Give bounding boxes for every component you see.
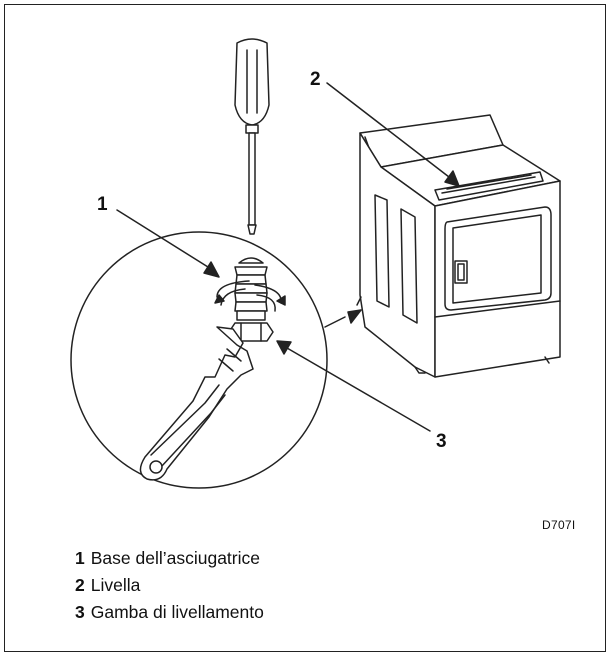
legend-label: Livella	[90, 575, 141, 595]
legend-number: 1	[75, 548, 85, 568]
callout-label-3: 3	[436, 431, 447, 452]
leader-lines	[116, 82, 460, 432]
detail-circle	[70, 231, 328, 489]
adjustable-wrench-icon	[139, 326, 254, 481]
legend-number: 3	[75, 602, 85, 622]
illustration	[70, 38, 561, 489]
legend-number: 2	[75, 575, 85, 595]
spirit-level-icon	[434, 171, 544, 201]
callout-label-2: 2	[310, 69, 321, 90]
legend-label: Base dell’asciugatrice	[90, 548, 260, 568]
legend-label: Gamba di livellamento	[90, 602, 264, 622]
dryer-appliance-icon	[356, 114, 561, 378]
screwdriver-icon	[234, 38, 270, 235]
figure-code: D707I	[542, 518, 576, 532]
leveling-leg-icon	[214, 257, 286, 342]
callout-label-1: 1	[97, 194, 108, 215]
